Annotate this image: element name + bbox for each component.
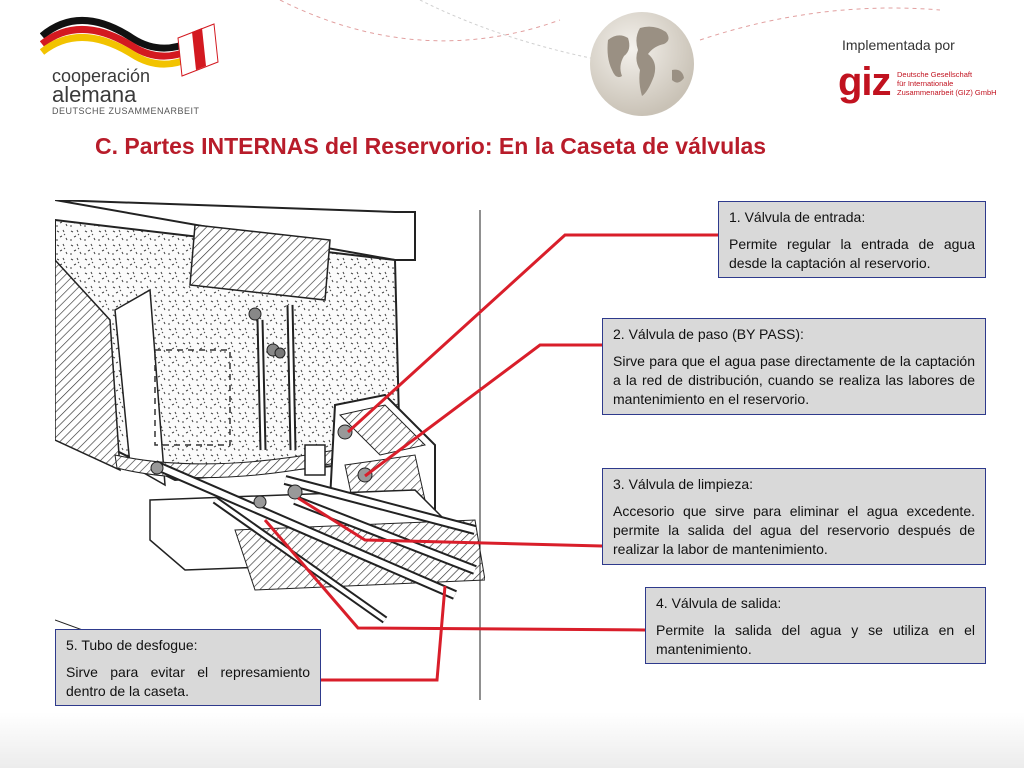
giz-org-line-2: für Internationale: [897, 79, 954, 88]
footer-band: [0, 712, 1024, 768]
callout-title: 4. Válvula de salida:: [656, 595, 782, 611]
callout-title: 2. Válvula de paso (BY PASS):: [613, 326, 804, 342]
callout-valvula-entrada: 1. Válvula de entrada: Permite regular l…: [718, 201, 986, 278]
callout-text: Sirve para evitar el represamiento dentr…: [66, 664, 310, 699]
callout-text: Accesorio que sirve para eliminar el agu…: [613, 503, 975, 557]
decorative-arcs: [279, 0, 941, 61]
implemented-by-label: Implementada por: [842, 37, 955, 53]
valve-chamber-diagram: [55, 200, 485, 700]
giz-org-name: Deutsche Gesellschaft für Internationale…: [897, 70, 997, 97]
callout-valvula-paso: 2. Válvula de paso (BY PASS): Sirve para…: [602, 318, 986, 415]
callout-tubo-desfogue: 5. Tubo de desfogue: Sirve para evitar e…: [55, 629, 321, 706]
callout-title: 5. Tubo de desfogue:: [66, 637, 198, 653]
logo-text-deutsche: DEUTSCHE ZUSAMMENARBEIT: [52, 106, 200, 116]
cooperacion-alemana-logo: [40, 17, 219, 77]
callout-text: Sirve para que el agua pase directamente…: [613, 353, 975, 407]
giz-org-line-3: Zusammenarbeit (GIZ) GmbH: [897, 88, 997, 97]
globe-icon: [590, 12, 694, 116]
slide-title: C. Partes INTERNAS del Reservorio: En la…: [95, 133, 767, 159]
callout-valvula-salida: 4. Válvula de salida: Permite la salida …: [645, 587, 986, 664]
callout-text: Permite la salida del agua y se utiliza …: [656, 622, 975, 657]
logo-text-alemana: alemana: [52, 82, 137, 107]
callout-valvula-limpieza: 3. Válvula de limpieza: Accesorio que si…: [602, 468, 986, 565]
callout-title: 3. Válvula de limpieza:: [613, 476, 754, 492]
giz-org-line-1: Deutsche Gesellschaft: [897, 70, 973, 79]
giz-logo: giz: [838, 60, 892, 104]
logo-text-cooperacion: cooperación: [52, 66, 151, 86]
callout-title: 1. Válvula de entrada:: [729, 209, 866, 225]
callout-text: Permite regular la entrada de agua desde…: [729, 236, 975, 271]
